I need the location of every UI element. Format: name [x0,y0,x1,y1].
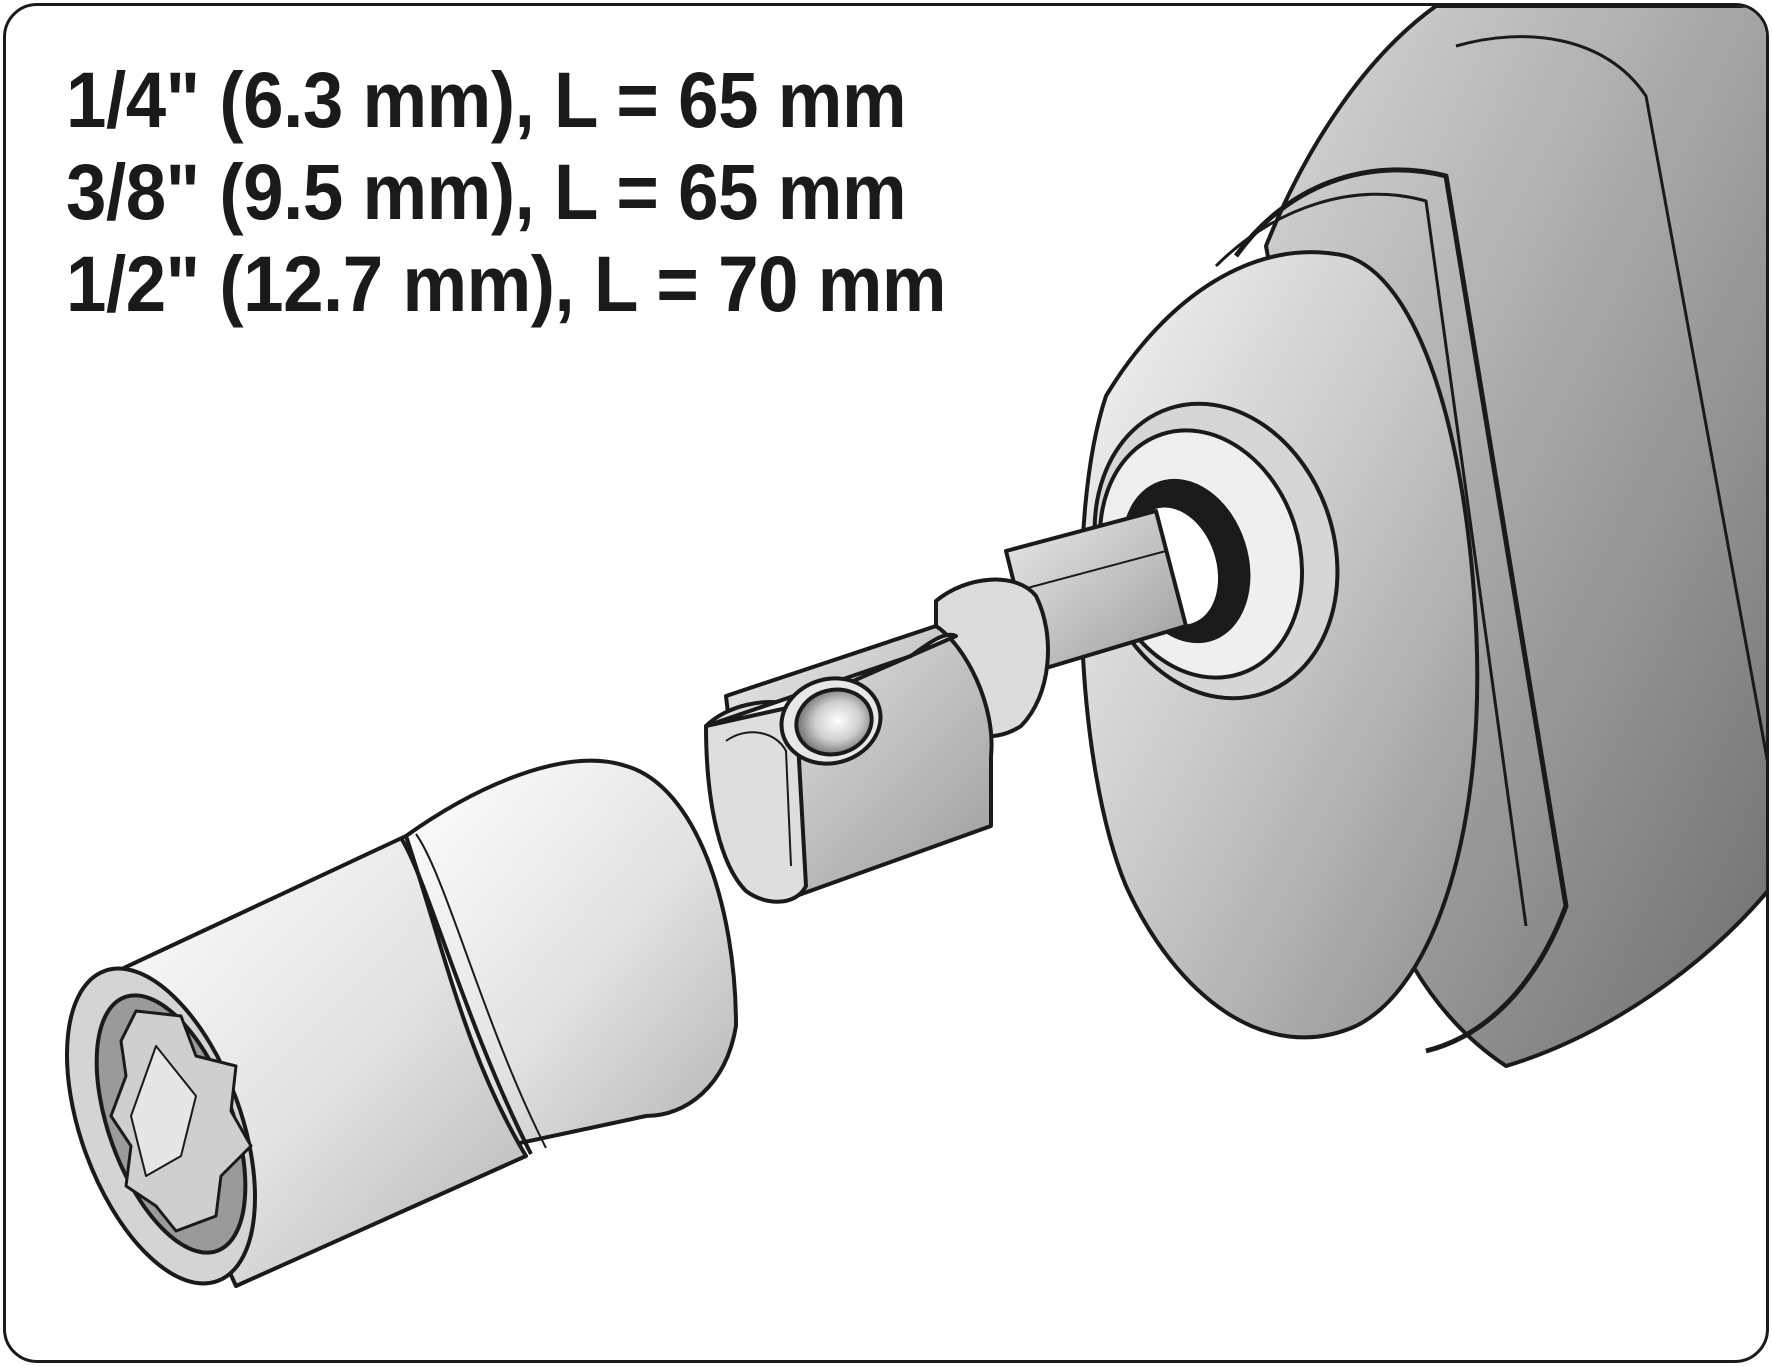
spec-line-3-8: 3/8" (9.5 mm), L = 65 mm [66,147,907,236]
adapter-shaft-icon [704,509,1188,904]
illustration [64,6,1766,1288]
size-spec-list: 1/4" (6.3 mm), L = 65 mm 3/8" (9.5 mm), … [66,54,1023,330]
spec-line-1-4: 1/4" (6.3 mm), L = 65 mm [66,55,907,144]
socket-icon [64,758,738,1288]
spec-line-1-2: 1/2" (12.7 mm), L = 70 mm [66,239,947,328]
diagram-frame: 1/4" (6.3 mm), L = 65 mm 3/8" (9.5 mm), … [3,3,1769,1363]
